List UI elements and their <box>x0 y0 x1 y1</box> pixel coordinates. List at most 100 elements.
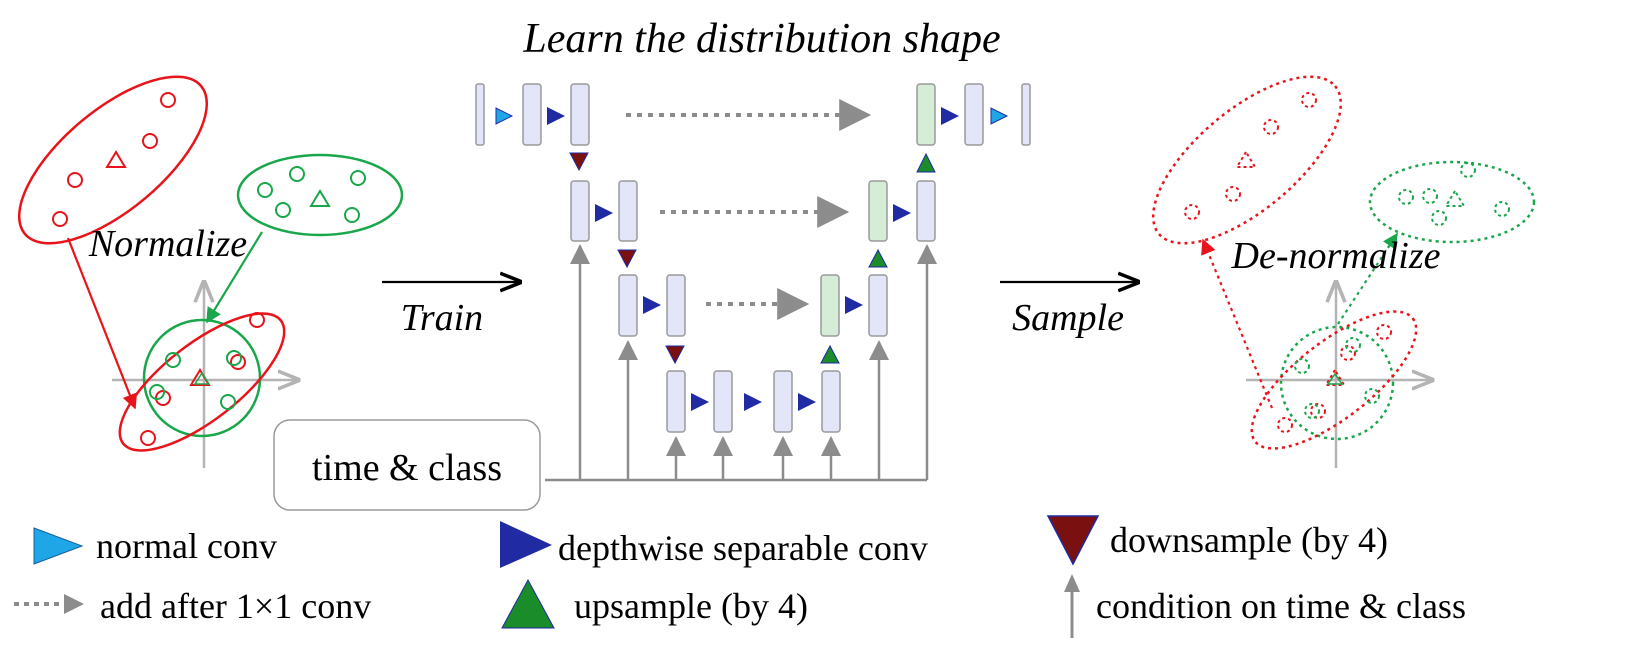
train-label: Train <box>401 297 483 339</box>
train-step: Train <box>382 282 520 339</box>
condition-box-frame <box>273 419 541 511</box>
downsample-icon <box>1046 515 1100 566</box>
green-normalized-circle <box>1279 325 1395 441</box>
green-sample-point <box>1422 188 1438 204</box>
normal-conv-icon <box>495 107 514 125</box>
red-denormalize-arrow <box>1201 238 1274 409</box>
red-mean-triangle <box>105 150 127 168</box>
green-mean-triangle <box>1444 189 1466 207</box>
upsample-icon <box>868 248 888 268</box>
green-sample-point <box>1364 388 1380 404</box>
diagram-title: Learn the distribution shape <box>522 16 1000 62</box>
green-sample-point <box>1304 403 1320 419</box>
red-normalized-ellipse <box>1250 310 1418 450</box>
green-mean-triangle <box>193 371 211 385</box>
condition-box-label: time & class <box>312 447 502 489</box>
red-point <box>52 211 68 227</box>
green-point <box>289 166 305 182</box>
legend: normal conv add after 1×1 conv depthwise… <box>14 515 1466 638</box>
sample-step: Sample <box>1000 282 1138 339</box>
depthwise-conv-icon <box>691 393 709 411</box>
downsample-icon <box>569 152 589 172</box>
green-point <box>344 207 360 223</box>
feature-block <box>666 370 686 433</box>
feature-block <box>916 180 936 242</box>
red-normalized-ellipse <box>118 312 286 452</box>
feature-block <box>570 180 590 242</box>
green-mean-triangle <box>1326 372 1344 385</box>
upsample-icon <box>501 578 555 629</box>
downsample-icon <box>617 249 637 269</box>
depthwise-conv-icon <box>798 393 816 411</box>
red-sample-point <box>1263 119 1279 135</box>
feature-block <box>666 274 686 337</box>
green-sample-point <box>1294 358 1310 374</box>
depthwise-conv-icon <box>595 204 613 222</box>
legend-depthwise: depthwise separable conv <box>558 528 928 568</box>
red-point <box>142 133 158 149</box>
depthwise-conv-icon <box>547 107 565 125</box>
red-normalize-arrow <box>66 237 138 410</box>
condition-box: time & class <box>273 419 541 511</box>
denormalize-panel: De-normalize <box>1151 75 1536 468</box>
denormalize-label: De-normalize <box>1231 235 1441 277</box>
green-point <box>220 394 236 410</box>
depthwise-conv-icon <box>941 107 959 125</box>
feature-block <box>1021 83 1031 146</box>
depthwise-conv-icon <box>500 521 552 568</box>
feature-block <box>821 370 841 433</box>
feature-block <box>570 83 590 146</box>
red-sample-point <box>1301 92 1317 108</box>
downsample-icon <box>665 345 685 365</box>
green-normalize-arrow <box>206 231 263 324</box>
upsample-icon <box>916 152 936 173</box>
green-point <box>257 182 273 198</box>
depthwise-conv-icon <box>643 296 661 314</box>
feature-block <box>713 370 733 433</box>
red-sample-point <box>1340 345 1356 361</box>
legend-add-after-1x1: add after 1×1 conv <box>100 586 371 626</box>
legend-condition: condition on time & class <box>1096 586 1466 626</box>
feature-block <box>522 83 542 146</box>
normal-conv-icon <box>33 527 84 565</box>
green-point <box>165 352 181 368</box>
green-class-ellipse <box>236 153 404 237</box>
red-sample-point <box>1310 403 1326 419</box>
green-mean-triangle <box>309 189 331 207</box>
green-point <box>149 384 165 400</box>
feature-block <box>964 83 984 146</box>
feature-block-merged <box>868 180 888 242</box>
red-point <box>160 92 176 108</box>
feature-block <box>618 274 638 337</box>
unet <box>475 83 1031 482</box>
red-mean-triangle <box>1324 368 1346 386</box>
red-point <box>140 430 156 446</box>
green-normalized-circle <box>142 318 262 438</box>
red-mean-triangle <box>1235 150 1257 168</box>
red-point <box>67 172 83 188</box>
red-point <box>249 312 265 328</box>
red-sample-point <box>1277 417 1293 433</box>
sample-label: Sample <box>1012 297 1124 339</box>
feature-block <box>868 274 888 337</box>
green-sample-point <box>1460 162 1476 178</box>
red-sample-point <box>1225 186 1241 202</box>
green-sample-point <box>1398 189 1414 205</box>
legend-normal-conv: normal conv <box>96 526 277 566</box>
feature-block <box>773 370 793 433</box>
feature-block-merged <box>820 274 840 337</box>
depthwise-conv-icon <box>744 393 762 411</box>
legend-downsample: downsample (by 4) <box>1110 520 1388 560</box>
red-point <box>230 354 246 370</box>
dotted-arrow-head-icon <box>64 594 84 614</box>
normalize-label: Normalize <box>88 223 247 265</box>
upsample-icon <box>820 344 840 364</box>
feature-block <box>475 83 485 146</box>
normal-conv-icon <box>990 107 1009 125</box>
red-sample-point <box>1376 324 1392 340</box>
depthwise-conv-icon <box>893 204 911 222</box>
green-point <box>226 350 242 366</box>
red-class-ellipse <box>17 75 209 245</box>
green-point <box>350 170 366 186</box>
